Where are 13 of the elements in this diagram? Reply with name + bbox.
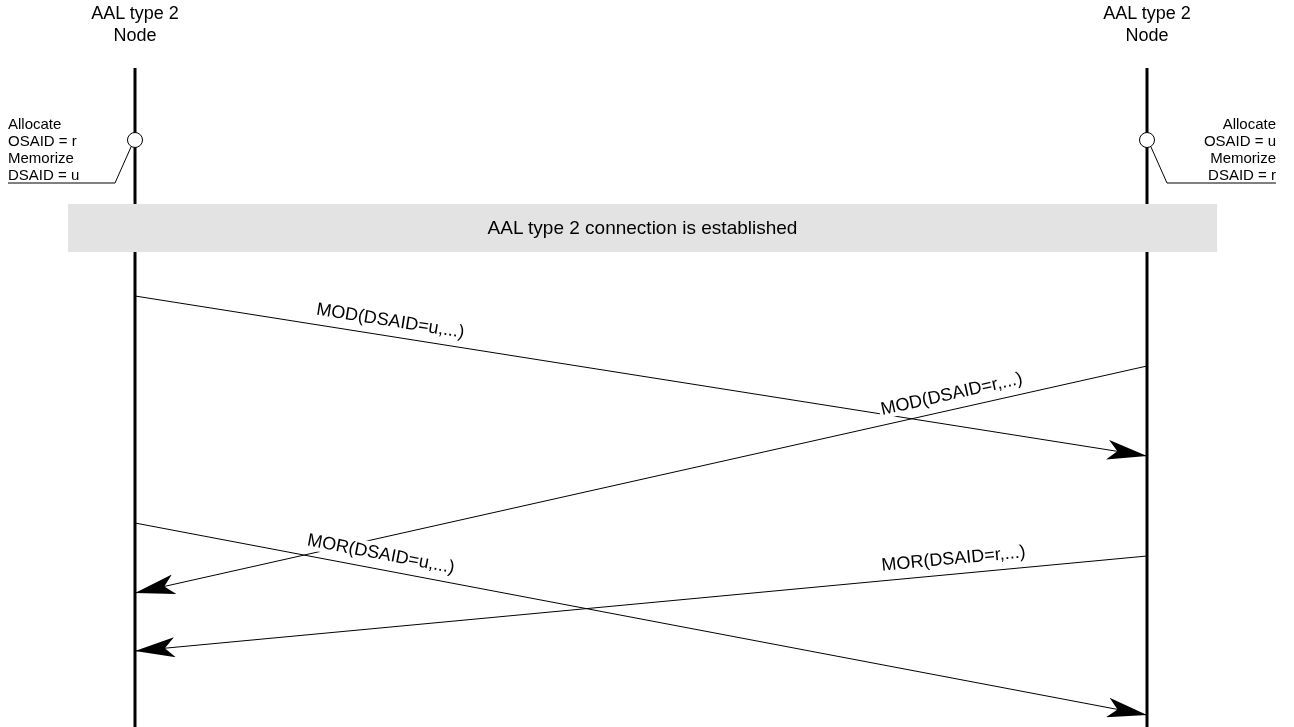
status-band: AAL type 2 connection is established bbox=[68, 204, 1217, 252]
note-text: Allocate OSAID = r Memorize DSAID = u bbox=[8, 115, 88, 183]
lifeline-heading: AAL type 2 Node bbox=[1102, 2, 1192, 46]
message-arrow bbox=[134, 295, 1148, 460]
leader-line bbox=[1150, 146, 1277, 184]
leader-line bbox=[7, 146, 132, 184]
lifeline-heading: AAL type 2 Node bbox=[90, 2, 180, 46]
event-circle bbox=[1138, 131, 1156, 149]
event-circle bbox=[126, 131, 144, 149]
note-text: Allocate OSAID = u Memorize DSAID = r bbox=[1196, 115, 1276, 183]
message-arrow bbox=[134, 522, 1148, 718]
message-arrow bbox=[134, 365, 1148, 594]
message-arrow bbox=[134, 555, 1148, 658]
